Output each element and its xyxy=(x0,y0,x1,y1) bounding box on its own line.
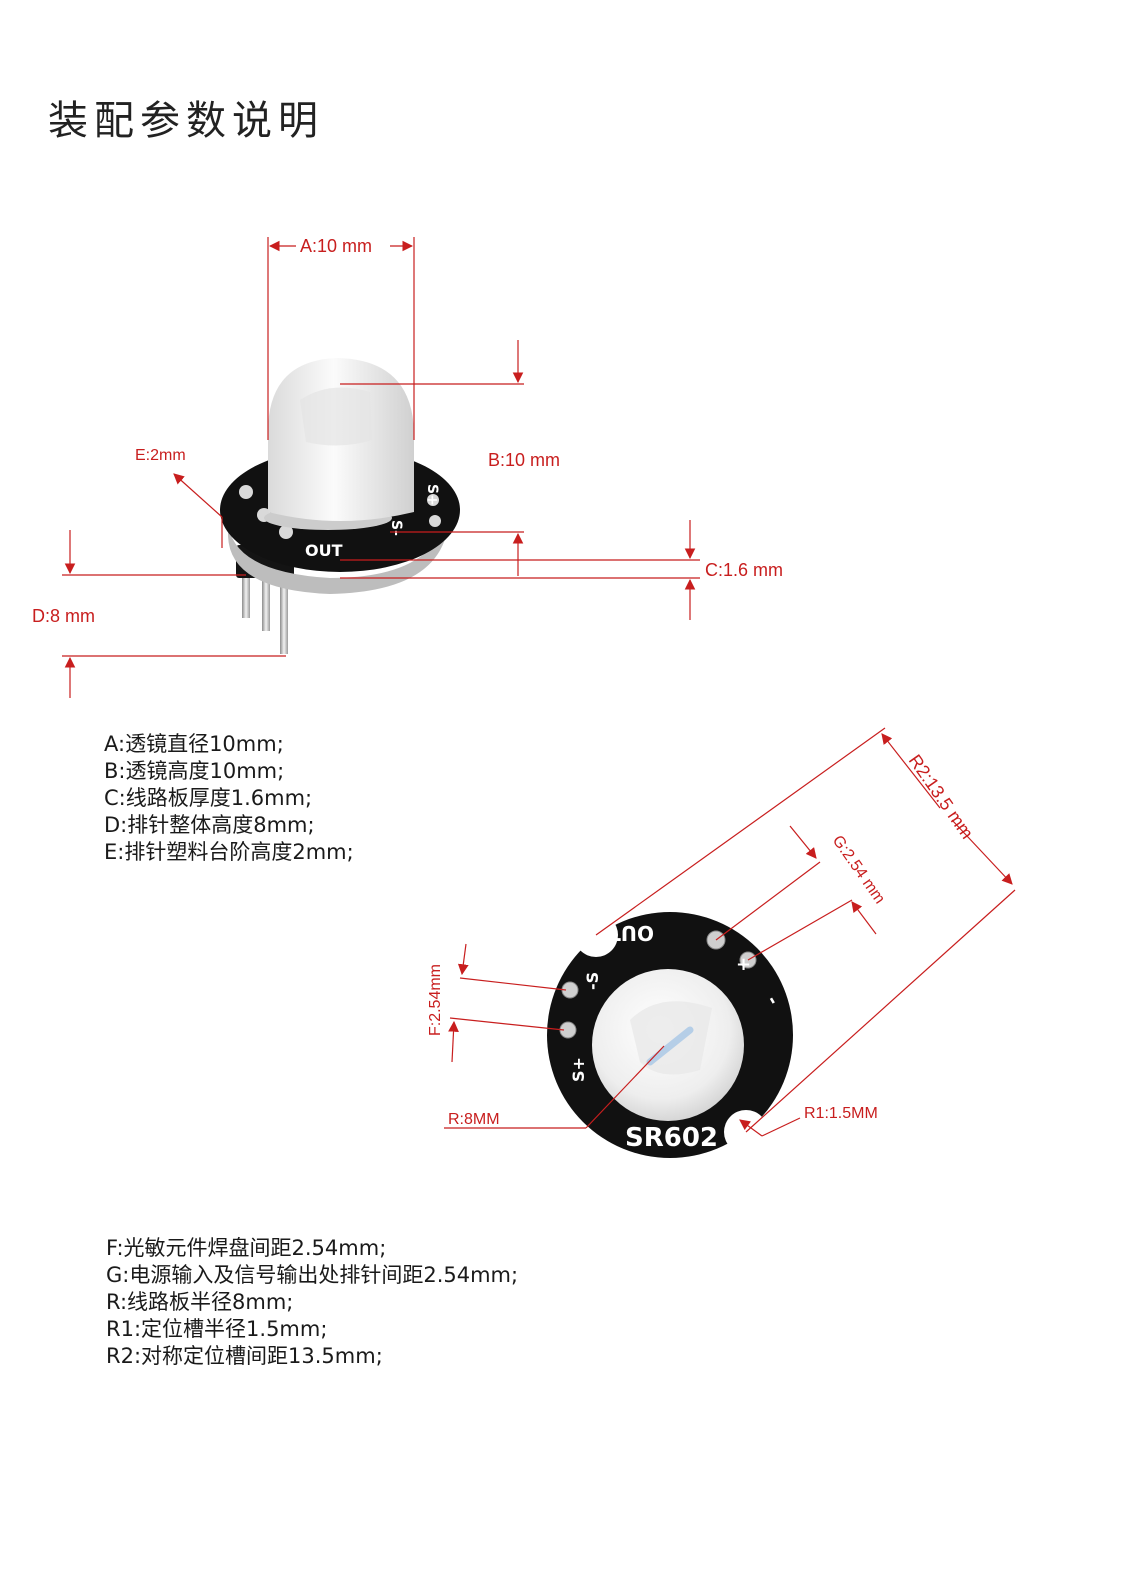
spec-item: R1:定位槽半径1.5mm; xyxy=(106,1317,328,1341)
dim-f-label: F:2.54mm xyxy=(427,964,444,1036)
spec-item: R2:对称定位槽间距13.5mm; xyxy=(106,1344,383,1368)
pad xyxy=(239,485,253,499)
side-view-dimensions xyxy=(62,237,700,698)
dim-a-label: A:10 mm xyxy=(300,236,372,256)
pin xyxy=(242,560,250,618)
dim-r-label: R:8MM xyxy=(448,1111,500,1128)
spec-item: E:排针塑料台阶高度2mm; xyxy=(104,840,354,864)
spec-item: B:透镜高度10mm; xyxy=(104,759,285,783)
silkscreen-out: OUT xyxy=(607,921,654,945)
pad xyxy=(429,515,441,527)
dim-r2-label: R2:13.5 mm xyxy=(905,751,978,843)
pin xyxy=(262,565,270,631)
side-view-sensor: OUT S+ S- xyxy=(220,358,460,654)
spec-item: A:透镜直径10mm; xyxy=(104,732,284,756)
spec-item: D:排针整体高度8mm; xyxy=(104,813,315,837)
pcb-edge xyxy=(228,520,446,594)
lens-facet xyxy=(300,387,372,446)
pin xyxy=(280,570,288,654)
silkscreen-s-plus: S+ xyxy=(424,484,440,506)
lens-facet xyxy=(630,1001,712,1075)
spec-item: F:光敏元件焊盘间距2.54mm; xyxy=(106,1236,387,1260)
silkscreen-s-minus: S- xyxy=(388,520,404,536)
silkscreen-s-minus: -S xyxy=(583,972,602,990)
page-title: 装配参数说明 xyxy=(48,98,324,144)
silkscreen-out: OUT xyxy=(305,541,343,560)
spec-item: R:线路板半径8mm; xyxy=(106,1290,294,1314)
spec-list-side: A:透镜直径10mm; B:透镜高度10mm; C:线路板厚度1.6mm; D:… xyxy=(104,731,354,866)
top-view-sensor: OUT SR602 S+ -S + - xyxy=(547,912,793,1158)
silkscreen-plus: + xyxy=(736,954,751,975)
dim-g-label: G:2.54 mm xyxy=(829,833,888,908)
spec-list-top: F:光敏元件焊盘间距2.54mm; G:电源输入及信号输出处排针间距2.54mm… xyxy=(106,1235,518,1370)
dim-r1-label: R1:1.5MM xyxy=(804,1105,878,1122)
spec-item: G:电源输入及信号输出处排针间距2.54mm; xyxy=(106,1263,519,1287)
dim-e-label: E:2mm xyxy=(135,447,186,464)
dim-d-label: D:8 mm xyxy=(32,606,95,626)
dim-b-label: B:10 mm xyxy=(488,450,560,470)
silkscreen-model: SR602 xyxy=(625,1123,718,1153)
dim-c-label: C:1.6 mm xyxy=(705,560,783,580)
spec-item: C:线路板厚度1.6mm; xyxy=(104,786,313,810)
pad xyxy=(427,494,439,506)
silkscreen-s-plus: S+ xyxy=(569,1057,588,1082)
lens-reflection xyxy=(646,1026,694,1066)
pad xyxy=(279,525,293,539)
top-view-dimensions xyxy=(444,727,1016,1137)
